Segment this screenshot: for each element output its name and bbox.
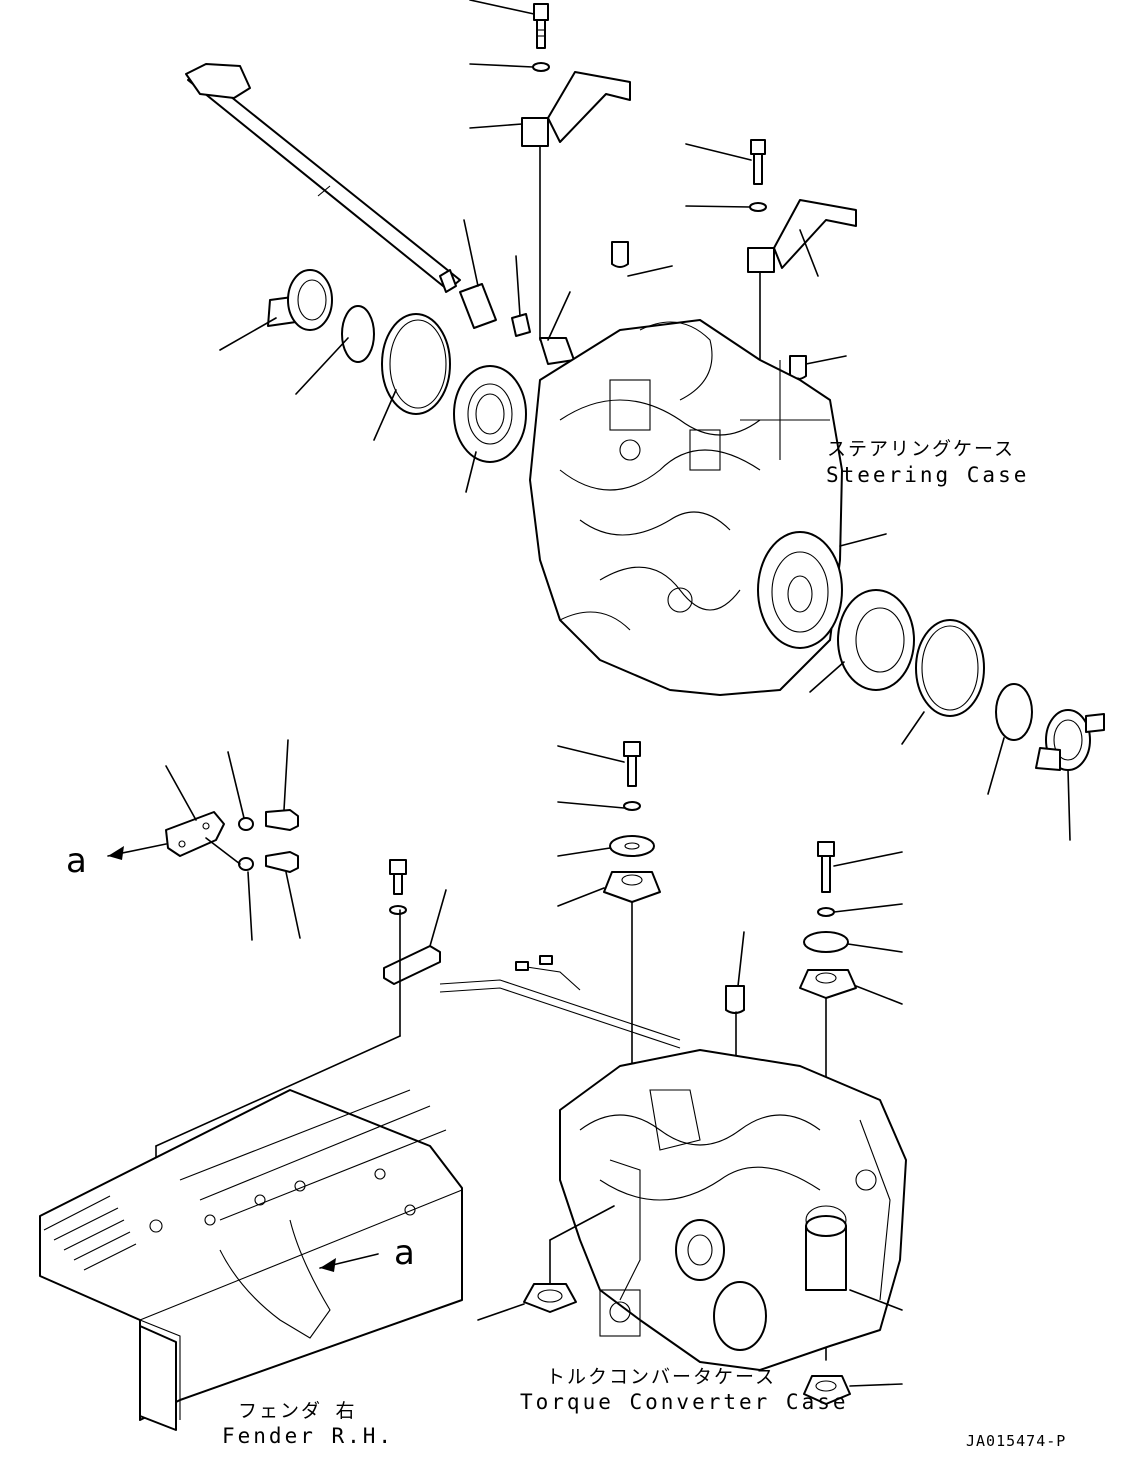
small-clamp	[511, 313, 531, 337]
bolt-upper	[265, 809, 299, 831]
bolt-lower	[265, 851, 299, 873]
cap-1	[611, 241, 629, 268]
ring-set-left	[267, 269, 527, 463]
torque-converter-label-en: Torque Converter Case	[520, 1390, 849, 1414]
view-a-label-fender: a	[394, 1233, 415, 1273]
fender-group	[39, 1089, 463, 1431]
top-bolt	[533, 3, 549, 49]
junction-block	[383, 945, 441, 985]
upper-leader-lines	[219, 0, 1071, 841]
left-bracket-group	[107, 739, 301, 941]
small-nipple	[439, 269, 457, 293]
sleeve	[459, 283, 497, 329]
ring-set-right	[837, 589, 1105, 771]
mount-bracket	[165, 811, 225, 857]
view-arrow-a	[108, 846, 124, 860]
top-washer	[532, 62, 550, 72]
steering-case-label-jp: ステアリングケース	[827, 438, 1016, 460]
pipe-fitting	[185, 63, 251, 99]
washer-lower	[238, 857, 254, 871]
junction-bolt-head	[389, 859, 407, 875]
fender-view-arrow	[320, 1258, 336, 1272]
second-bolt	[750, 139, 766, 185]
view-a-label-left: a	[66, 841, 87, 881]
steering-case-label-en: Steering Case	[826, 463, 1030, 487]
fender-label-en: Fender R.H.	[222, 1424, 395, 1448]
fender-side-plate	[139, 1325, 177, 1431]
torque-converter-label-jp: トルクコンバータケース	[546, 1366, 777, 1388]
steering-case-group	[185, 0, 1105, 841]
junction-bolt-shank	[393, 873, 403, 895]
second-washer	[749, 202, 767, 212]
junction-washer	[389, 905, 407, 915]
washer-upper	[238, 817, 254, 831]
drawing-code: JA015474-P	[966, 1432, 1067, 1450]
long-pipe	[187, 71, 461, 291]
upper-bracket	[521, 71, 631, 147]
fender-label-jp: フェンダ 右	[238, 1400, 357, 1422]
steering-case-body	[529, 319, 843, 696]
hose-elbow	[539, 337, 575, 365]
torque-converter-group	[439, 741, 907, 1405]
